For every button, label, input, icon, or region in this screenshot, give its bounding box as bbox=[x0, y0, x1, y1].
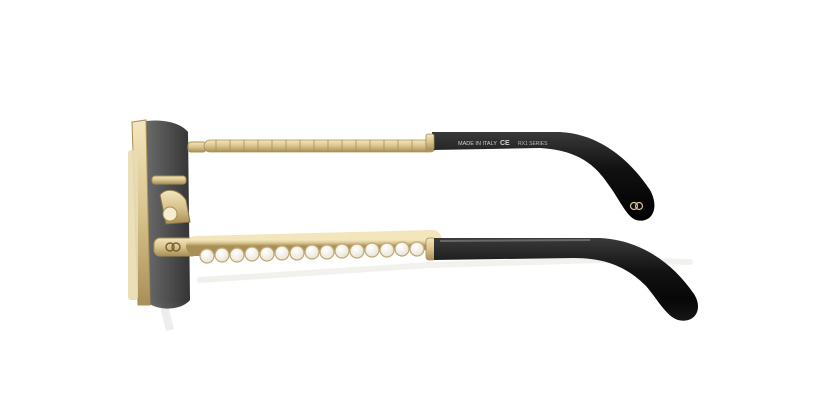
far-temple-tip bbox=[432, 132, 655, 221]
near-temple-tip bbox=[434, 238, 699, 321]
upper-hinge bbox=[187, 141, 207, 153]
tip-cc-logo-icon bbox=[629, 201, 644, 211]
ce-marking: CE bbox=[500, 140, 510, 147]
cc-logo-icon bbox=[165, 242, 181, 252]
far-temple-chain bbox=[203, 139, 437, 153]
front-frame bbox=[128, 119, 207, 309]
temple-markings: MADE IN ITALY CE RX1 SERIES bbox=[458, 140, 548, 147]
made-in-marking: MADE IN ITALY bbox=[458, 141, 497, 147]
top-bridge-bar bbox=[151, 175, 187, 185]
near-temple-rail bbox=[186, 230, 442, 256]
far-temple: MADE IN ITALY CE RX1 SERIES bbox=[203, 132, 655, 221]
pearl-chain bbox=[199, 241, 425, 264]
near-temple bbox=[186, 230, 699, 321]
model-marking: RX1 SERIES bbox=[518, 141, 548, 147]
